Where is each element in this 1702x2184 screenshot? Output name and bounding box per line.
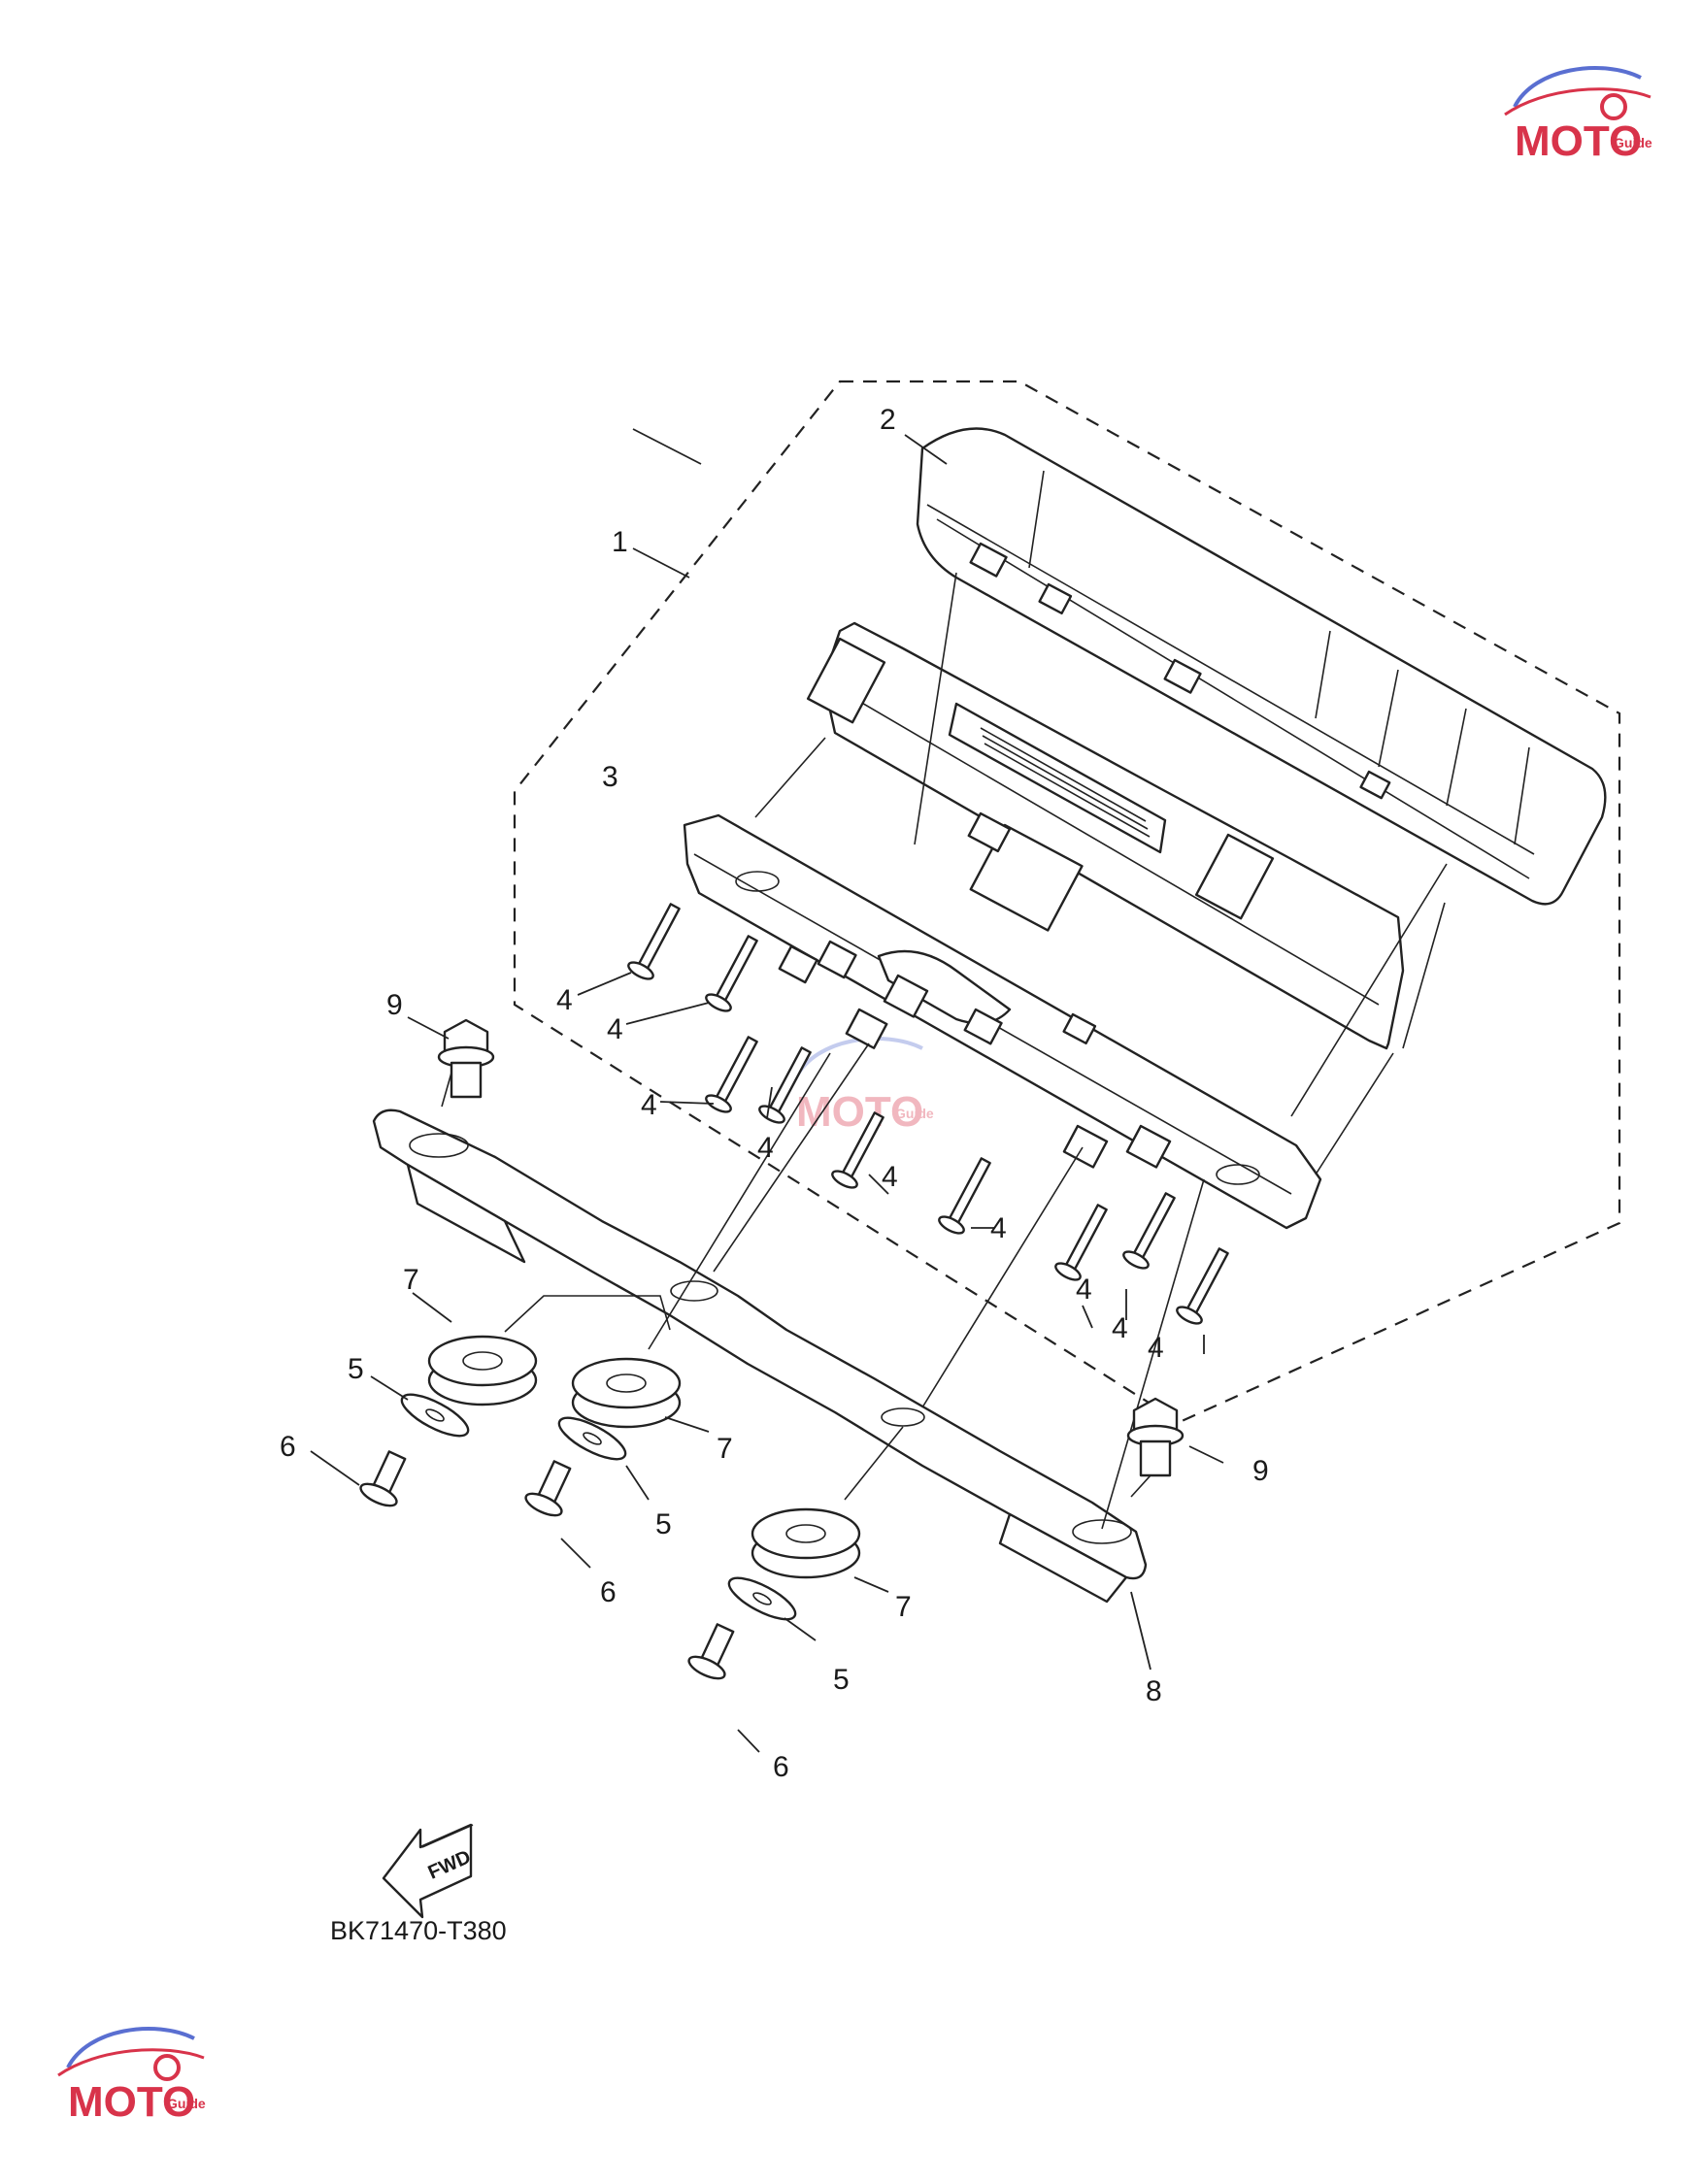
watermark-text: MOTO xyxy=(68,2078,195,2126)
screw xyxy=(758,1046,812,1124)
screw xyxy=(1054,1204,1108,1281)
screw xyxy=(1176,1247,1229,1325)
screw xyxy=(687,1623,735,1680)
watermark-text: MOTO xyxy=(1515,117,1642,165)
alignment-lines xyxy=(754,572,1448,1175)
watermark-text: MOTO xyxy=(796,1088,923,1136)
leader-lines xyxy=(310,428,1224,1753)
callout-6: 6 xyxy=(773,1751,789,1783)
callout-8: 8 xyxy=(1146,1675,1162,1707)
screw xyxy=(627,903,681,980)
callout-6: 6 xyxy=(600,1576,617,1608)
callout-7: 7 xyxy=(717,1433,733,1465)
callout-9: 9 xyxy=(1252,1455,1269,1487)
grommet xyxy=(571,1357,682,1429)
callout-4: 4 xyxy=(1112,1312,1128,1344)
watermark-logo-center: MOTO Guide xyxy=(794,1037,934,1136)
connector-pins xyxy=(980,727,1151,838)
callout-3: 3 xyxy=(602,761,618,793)
drawing-code: BK71470-T380 xyxy=(330,1916,507,1945)
screws-6 xyxy=(359,1450,735,1680)
grommet xyxy=(427,1335,538,1406)
washer xyxy=(557,1416,627,1461)
watermark-logo-top: MOTO Guide xyxy=(1504,66,1652,165)
meter-bracket xyxy=(372,1109,1148,1604)
callout-4: 4 xyxy=(882,1161,898,1193)
callout-5: 5 xyxy=(348,1353,364,1385)
bolt xyxy=(437,1018,495,1099)
watermark-subtext: Guide xyxy=(895,1106,934,1121)
callouts: 1 2 3 4 4 4 4 4 4 4 4 4 5 5 5 6 6 6 7 7 … xyxy=(280,404,1269,1783)
meter-cover xyxy=(916,427,1607,906)
callout-2: 2 xyxy=(880,404,896,436)
washers-5 xyxy=(400,1393,797,1621)
screw xyxy=(1122,1192,1176,1270)
grommet xyxy=(751,1507,861,1579)
callout-5: 5 xyxy=(833,1664,850,1696)
screw xyxy=(938,1157,991,1235)
assembly-boundary xyxy=(513,380,1621,1424)
screw xyxy=(831,1111,884,1189)
callout-4: 4 xyxy=(1148,1332,1164,1364)
bolt xyxy=(1126,1397,1185,1477)
meter-case xyxy=(683,813,1322,1230)
callout-9: 9 xyxy=(386,989,403,1021)
fwd-arrow-icon: FWD xyxy=(382,1823,474,1919)
callout-4: 4 xyxy=(556,984,573,1016)
watermark-logo-bottom: MOTO Guide xyxy=(57,2027,206,2126)
meter-body xyxy=(806,621,1405,1050)
grommets-7 xyxy=(427,1335,861,1579)
grommet-alignment-lines xyxy=(441,1042,1205,1530)
callout-7: 7 xyxy=(895,1591,912,1623)
washer xyxy=(400,1393,470,1438)
callout-4: 4 xyxy=(990,1212,1007,1244)
callout-4: 4 xyxy=(1076,1274,1092,1306)
callout-7: 7 xyxy=(403,1264,419,1296)
screw xyxy=(359,1450,407,1507)
watermark-subtext: Guide xyxy=(167,2096,206,2111)
callout-4: 4 xyxy=(757,1132,774,1164)
callout-4: 4 xyxy=(607,1013,623,1045)
callout-4: 4 xyxy=(641,1089,657,1121)
washer xyxy=(727,1576,797,1621)
callout-5: 5 xyxy=(655,1508,672,1540)
screw xyxy=(524,1460,572,1517)
bolts-9 xyxy=(437,1018,1185,1477)
watermark-subtext: Guide xyxy=(1614,135,1652,150)
screw xyxy=(705,935,758,1012)
callout-6: 6 xyxy=(280,1431,296,1463)
callout-1: 1 xyxy=(612,526,628,558)
screw xyxy=(705,1036,758,1113)
screws-4 xyxy=(627,903,1229,1325)
